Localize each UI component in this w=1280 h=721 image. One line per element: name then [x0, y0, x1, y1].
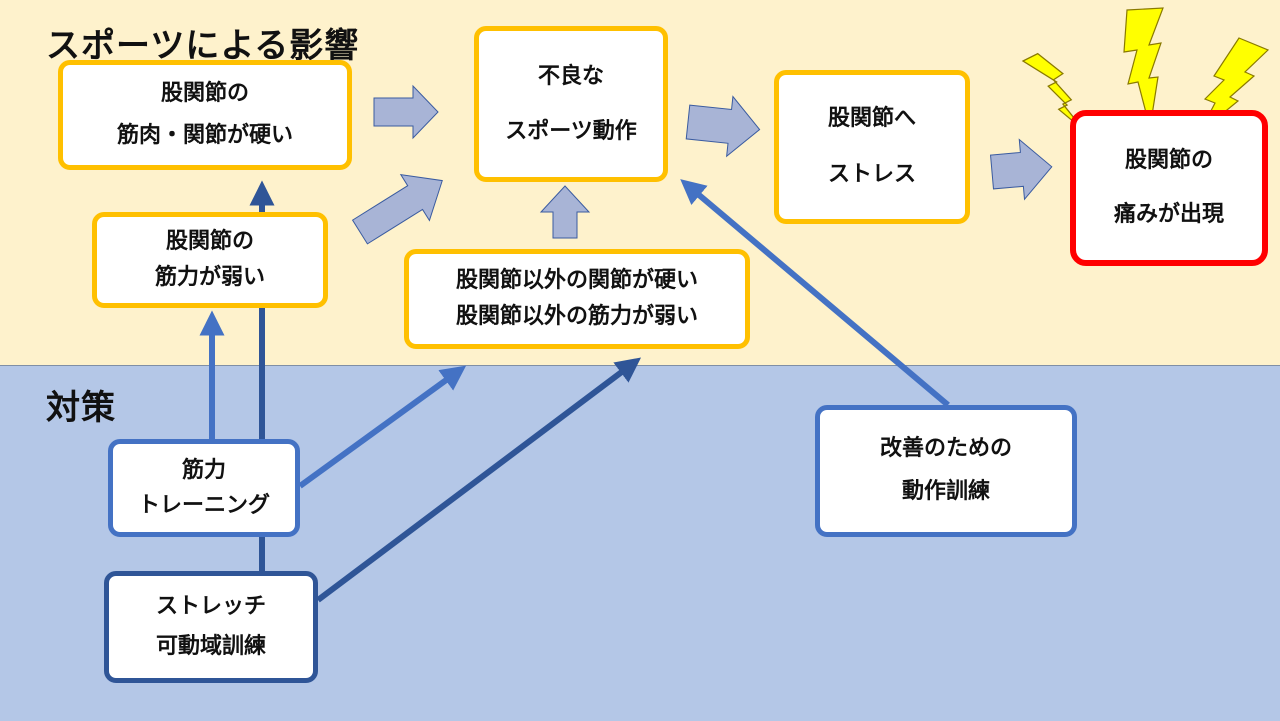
box-stretch-rom-training: ストレッチ 可動域訓練	[104, 571, 318, 683]
box-hip-muscle-weak: 股関節の 筋力が弱い	[92, 212, 328, 308]
box-line: 筋力が弱い	[154, 265, 265, 290]
box-line: 可動域訓練	[155, 634, 266, 659]
arrow-motion-training-to-poor-motion	[680, 179, 950, 408]
box-motion-training: 改善のための 動作訓練	[815, 405, 1077, 537]
box-line: 股関節以外の関節が硬い	[455, 267, 698, 293]
box-line: 股関節の	[160, 81, 249, 107]
box-line: 筋力	[181, 457, 226, 483]
box-line: 痛みが出現	[1113, 202, 1224, 227]
box-line: スポーツ動作	[505, 119, 637, 144]
lightning-bolt-center	[1123, 7, 1164, 129]
box-line: トレーニング	[137, 493, 270, 518]
box-line: 動作訓練	[901, 479, 990, 504]
block-arrow-stress-to-pain	[989, 138, 1053, 201]
box-strength-training: 筋力 トレーニング	[108, 439, 300, 537]
effects-section-title: スポーツによる影響	[46, 26, 360, 66]
box-line: 股関節の	[165, 228, 254, 254]
box-hip-stress: 股関節へ ストレス	[774, 70, 970, 224]
box-line: 股関節の	[1124, 148, 1213, 174]
box-line: 筋肉・関節が硬い	[116, 123, 293, 148]
block-arrow-other-to-motion	[539, 185, 591, 239]
block-arrow-weak-to-motion	[351, 174, 443, 245]
box-other-joints: 股関節以外の関節が硬い 股関節以外の筋力が弱い	[404, 249, 750, 349]
box-line: 股関節へ	[827, 105, 916, 131]
box-line: ストレス	[827, 162, 916, 187]
block-arrow-stiff-to-motion	[373, 84, 439, 140]
box-hip-pain: 股関節の 痛みが出現	[1070, 110, 1268, 266]
box-line: 不良な	[537, 64, 604, 89]
box-poor-sports-motion: 不良な スポーツ動作	[474, 26, 668, 182]
measures-section-title: 対策	[46, 388, 116, 428]
box-line: ストレッチ	[155, 594, 266, 620]
arrow-strength-to-other-joints	[298, 365, 467, 489]
arrow-stretch-to-other-joints	[316, 357, 642, 603]
box-line: 改善のための	[879, 436, 1012, 462]
box-line: 股関節以外の筋力が弱い	[455, 304, 698, 329]
box-hip-muscle-joint-stiff: 股関節の 筋肉・関節が硬い	[58, 60, 352, 170]
block-arrow-motion-to-stress	[685, 95, 761, 158]
